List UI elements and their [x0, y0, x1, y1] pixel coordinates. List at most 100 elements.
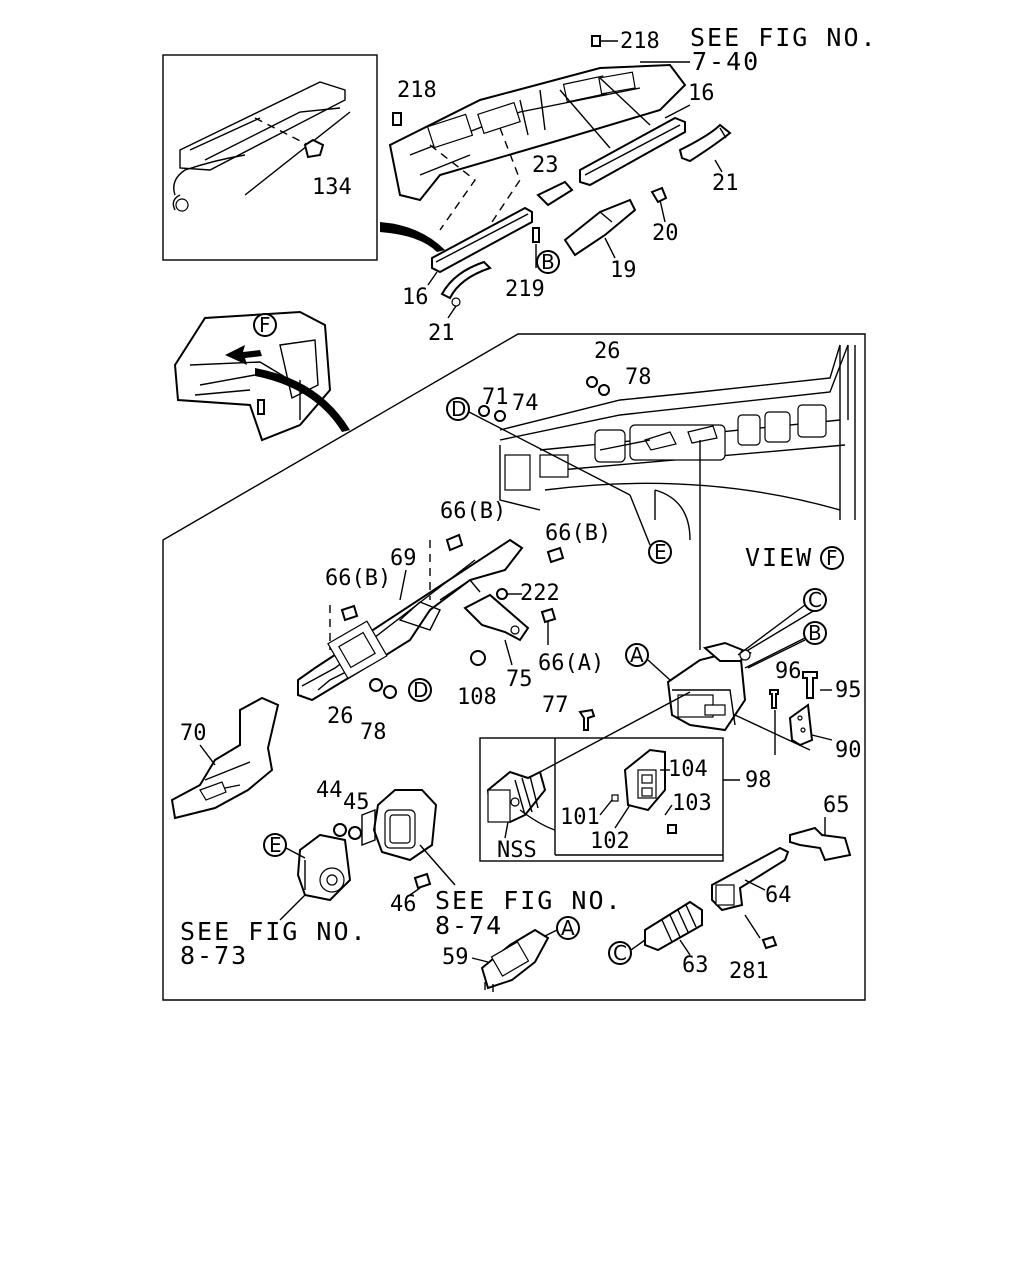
- label-59: 59: [442, 945, 469, 970]
- callout-b-top: [536, 250, 560, 274]
- callout-e-view-letter: E: [654, 540, 667, 564]
- inset-box: [162, 54, 378, 261]
- label-21-right: 21: [712, 171, 739, 196]
- duct-69-labels: 66(B) 66(B) 66(B) 69 222 66(A) 75 108 26…: [325, 499, 611, 745]
- label-101: 101: [560, 805, 600, 830]
- callout-c-63-letter: C: [613, 941, 627, 965]
- main-frame: [162, 333, 866, 1001]
- duct-16-left: [431, 206, 533, 274]
- hose-21-left: [440, 260, 492, 300]
- part-8-74-group: 44 45 46 SEE FIG NO. 8-74: [316, 778, 623, 940]
- label-64: 64: [765, 883, 792, 908]
- part-70: 70: [170, 696, 280, 820]
- note-fig-7-40-line1: SEE FIG NO.: [690, 23, 878, 52]
- callout-d-view: [446, 397, 470, 421]
- callout-c-housing-letter: C: [808, 588, 822, 612]
- label-219: 219: [505, 277, 545, 302]
- callout-a-housing: [625, 643, 649, 667]
- label-44: 44: [316, 778, 343, 803]
- inset-arrow: [380, 222, 445, 252]
- callout-f-view: [820, 546, 844, 570]
- label-21-left: 21: [428, 321, 455, 346]
- label-26-bottom: 26: [327, 704, 354, 729]
- part-19: [563, 198, 637, 257]
- dashboard-group: [162, 54, 732, 307]
- view-f-fasteners: 71 74 26 78 D E: [446, 339, 701, 650]
- label-102: 102: [590, 829, 630, 854]
- note-fig-8-73-line1: SEE FIG NO.: [180, 917, 368, 946]
- label-104: 104: [668, 757, 708, 782]
- label-46: 46: [390, 892, 417, 917]
- label-96: 96: [775, 659, 802, 684]
- label-23: 23: [532, 153, 559, 178]
- callout-b-top-letter: B: [541, 250, 555, 274]
- callout-d-duct-letter: D: [413, 678, 428, 702]
- resistor-assy: 104 103 101 102: [560, 748, 712, 854]
- callout-c-housing: [803, 588, 827, 612]
- label-16-left: 16: [402, 285, 429, 310]
- label-19: 19: [610, 258, 637, 283]
- label-66a: 66(A): [538, 651, 604, 676]
- cab-view-arrow: [255, 368, 350, 432]
- blower-housing: [666, 609, 816, 732]
- callout-a-59-letter: A: [561, 916, 575, 940]
- top-labels: 218 SEE FIG NO. 7-40 218 16 23 21 20 19 …: [312, 23, 878, 346]
- label-90: 90: [835, 738, 862, 763]
- label-66b-top: 66(B): [440, 499, 506, 524]
- duct-69-assembly: [297, 538, 530, 702]
- callout-f-cab-letter: F: [259, 313, 271, 337]
- part-20: [650, 186, 668, 204]
- part-8-73-group: E SEE FIG NO. 8-73: [180, 833, 368, 970]
- part-77: [578, 708, 596, 731]
- label-66b-left: 66(B): [325, 566, 391, 591]
- label-103: 103: [672, 791, 712, 816]
- label-nss: NSS: [497, 838, 537, 863]
- callout-f-view-letter: F: [826, 546, 838, 570]
- callout-f-cab: [253, 313, 277, 337]
- callout-e-motor-letter: E: [269, 833, 282, 857]
- inset-sketch: [172, 81, 351, 212]
- label-218-top: 218: [620, 29, 660, 54]
- label-69: 69: [390, 546, 417, 571]
- label-78-top: 78: [625, 365, 652, 390]
- callout-a-housing-letter: A: [630, 643, 644, 667]
- label-108: 108: [457, 685, 497, 710]
- view-f-label: VIEW: [745, 543, 813, 572]
- label-134: 134: [312, 175, 352, 200]
- label-75: 75: [506, 667, 533, 692]
- callout-b-housing-letter: B: [808, 621, 822, 645]
- label-63: 63: [682, 953, 709, 978]
- note-fig-8-74-line1: SEE FIG NO.: [435, 886, 623, 915]
- part-59: 59 A: [442, 916, 580, 992]
- label-77: 77: [542, 693, 569, 718]
- truck-cab: F: [173, 310, 332, 442]
- callout-b-housing: [803, 621, 827, 645]
- label-95: 95: [835, 678, 862, 703]
- dashboard-panel: [388, 63, 687, 202]
- label-218-left: 218: [397, 78, 437, 103]
- callout-c-63: [608, 941, 632, 965]
- label-222: 222: [520, 581, 560, 606]
- bracket-90-group: 96 95 90: [734, 659, 862, 763]
- callout-a-59: [556, 916, 580, 940]
- screw-219: [532, 227, 540, 243]
- label-20: 20: [652, 221, 679, 246]
- callout-e-motor: [263, 833, 287, 857]
- label-70: 70: [180, 721, 207, 746]
- label-98: 98: [745, 768, 772, 793]
- label-16-right: 16: [688, 81, 715, 106]
- label-78-bottom: 78: [360, 720, 387, 745]
- label-45: 45: [343, 790, 370, 815]
- duct-16-right: [579, 116, 686, 187]
- label-281: 281: [729, 959, 769, 984]
- label-74: 74: [512, 391, 539, 416]
- label-26-top: 26: [594, 339, 621, 364]
- note-fig-8-73-line2: 8-73: [180, 941, 248, 970]
- callout-d-duct: [408, 678, 432, 702]
- hose-21-right: [678, 123, 732, 163]
- view-f-panel: [499, 344, 856, 541]
- filter-nss: NSS: [486, 770, 556, 863]
- callout-d-view-letter: D: [451, 397, 466, 421]
- part-23: [536, 180, 574, 207]
